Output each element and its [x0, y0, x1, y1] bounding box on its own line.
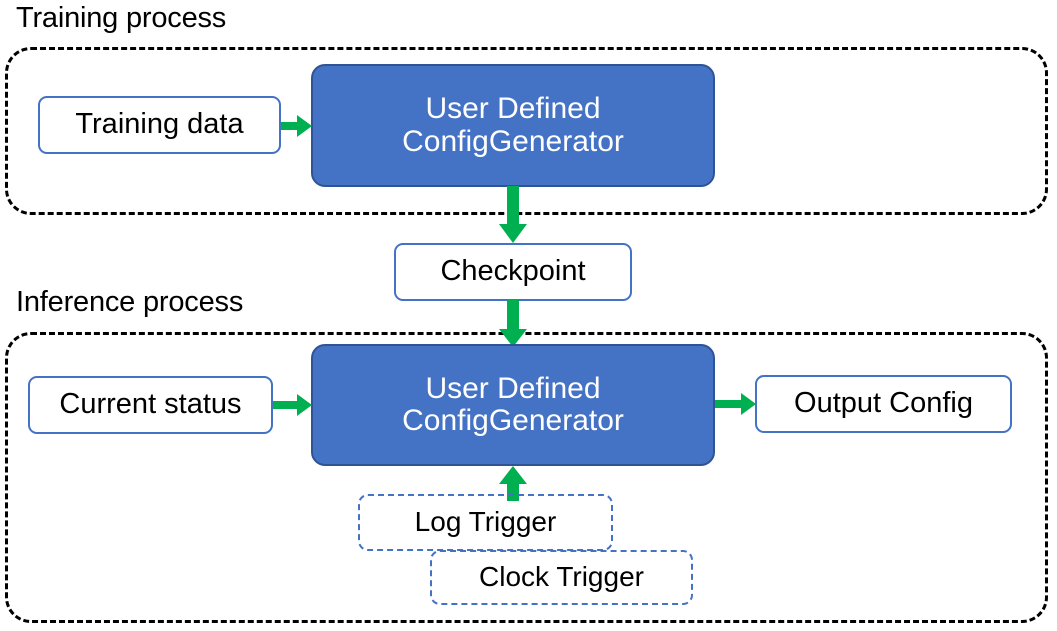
node-training-data[interactable]: Training data [38, 96, 281, 154]
node-clock-trigger[interactable]: Clock Trigger [430, 550, 693, 605]
node-current-status[interactable]: Current status [28, 376, 273, 434]
node-train-config-generator[interactable]: User Defined ConfigGenerator [311, 64, 715, 187]
node-infer-config-generator-label: User Defined ConfigGenerator [402, 371, 624, 437]
arrow-training-data-to-generator-icon [281, 112, 313, 140]
node-training-data-label: Training data [75, 108, 244, 141]
node-current-status-label: Current status [59, 388, 242, 421]
node-log-trigger[interactable]: Log Trigger [358, 494, 613, 551]
arrow-train-generator-to-checkpoint-icon [498, 186, 528, 244]
node-checkpoint-label: Checkpoint [440, 255, 586, 288]
training-process-title: Training process [16, 2, 227, 34]
arrow-triggers-to-infer-generator-icon [498, 466, 528, 502]
node-infer-config-generator[interactable]: User Defined ConfigGenerator [311, 344, 715, 466]
inference-process-title: Inference process [16, 286, 244, 318]
arrow-checkpoint-to-infer-generator-icon [498, 300, 528, 348]
node-output-config[interactable]: Output Config [755, 375, 1012, 433]
node-log-trigger-label: Log Trigger [414, 506, 557, 538]
node-clock-trigger-label: Clock Trigger [479, 561, 644, 593]
arrow-current-status-to-infer-generator-icon [273, 391, 313, 419]
arrow-infer-generator-to-output-config-icon [715, 390, 757, 418]
node-output-config-label: Output Config [794, 387, 973, 420]
inference-process-container [5, 332, 1048, 623]
node-train-config-generator-label: User Defined ConfigGenerator [402, 92, 624, 158]
node-checkpoint[interactable]: Checkpoint [394, 243, 632, 301]
training-process-container [5, 47, 1048, 215]
